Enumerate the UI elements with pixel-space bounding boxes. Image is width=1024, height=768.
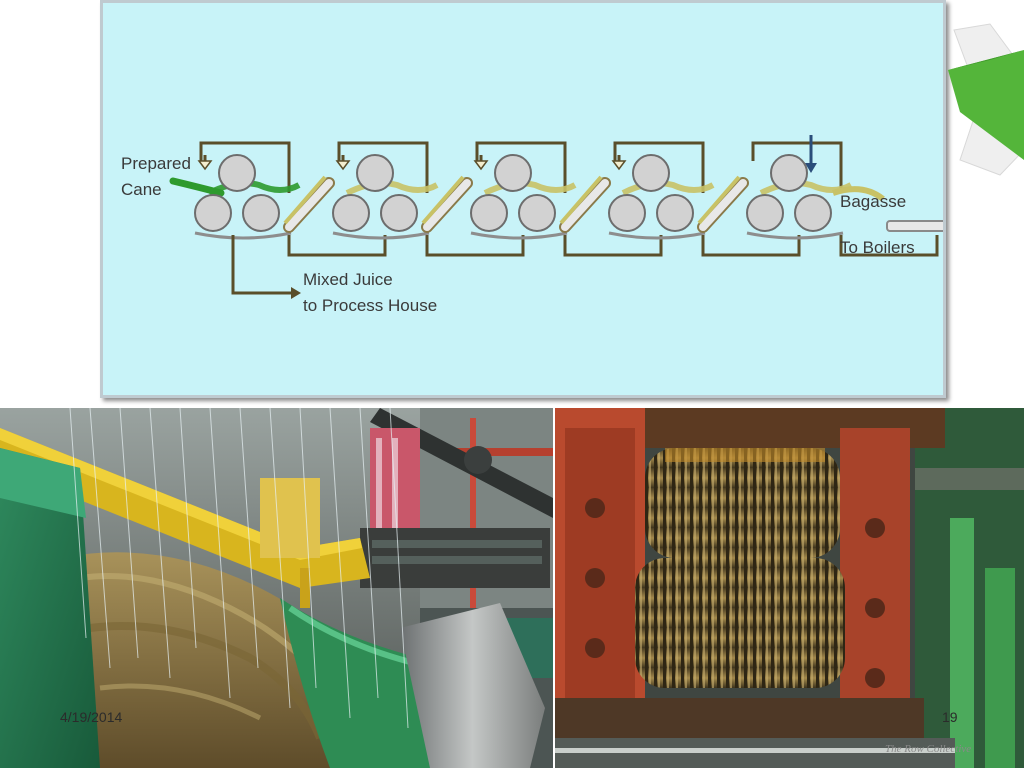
conveyor-4-stream	[697, 175, 741, 225]
mill-2-discharge-roller	[380, 194, 418, 232]
mill-5-feed-roller	[746, 194, 784, 232]
mill-1-return-pipe	[199, 141, 291, 193]
mill-4-discharge-roller	[656, 194, 694, 232]
photo-credit-watermark: The Row Collective	[885, 743, 972, 755]
prepared-cane-label-line2: Cane	[121, 180, 162, 199]
milling-tandem-diagram	[169, 135, 943, 299]
conveyor-2-stream	[421, 175, 465, 225]
mixed-juice-label-line2: to Process House	[303, 296, 438, 315]
mill-1-juice-tray	[194, 231, 292, 240]
mill-2-juice-tray	[332, 231, 430, 240]
mill-5-discharge-roller	[794, 194, 832, 232]
mill-5-return-pipe	[751, 141, 843, 193]
mill-1-juice-line	[287, 235, 387, 257]
mill-4-feed-roller	[608, 194, 646, 232]
slide-corner-decoration	[948, 23, 1024, 176]
mill-3-feed-roller	[470, 194, 508, 232]
conveyor-1-stream	[283, 175, 327, 225]
mill-3-return-pipe	[475, 141, 567, 193]
mill-4-juice-tray	[608, 231, 706, 240]
page-number: 19	[942, 709, 958, 725]
milling-diagram-panel: Prepared Cane Mixed Juice to Process Hou…	[100, 0, 946, 398]
prepared-cane-label-line1: Prepared	[121, 154, 191, 173]
conveyor-3	[561, 179, 609, 231]
mill-2-top-roller	[356, 154, 394, 192]
mill-5-juice-tray	[746, 231, 844, 240]
mill-4-juice-line	[701, 235, 801, 257]
mill-4-feed-arrowhead	[611, 160, 627, 171]
conveyor-3-stream	[559, 175, 603, 225]
mill-1-feed-arrowhead	[197, 160, 213, 171]
footer-date: 4/19/2014	[60, 709, 123, 725]
mill-5-top-roller	[770, 154, 808, 192]
mill-2-return-pipe	[337, 141, 429, 193]
bagasse-conveyor-photo	[0, 408, 553, 768]
mill-rollers-photo	[555, 408, 1024, 768]
to-boilers-label: To Boilers	[840, 238, 915, 257]
mill-1-top-roller	[218, 154, 256, 192]
bagasse-label: Bagasse	[840, 192, 907, 211]
imbibition-water-arrowhead	[805, 163, 817, 173]
mill-1-discharge-roller	[242, 194, 280, 232]
bagasse-stream	[832, 186, 885, 202]
mill-5-juice-line	[839, 235, 939, 257]
mill-3-discharge-roller	[518, 194, 556, 232]
mill-2-juice-line	[425, 235, 525, 257]
conveyor-1	[285, 179, 333, 231]
conveyor-2	[423, 179, 471, 231]
mill-2-feed-roller	[332, 194, 370, 232]
mixed-juice-line	[231, 235, 293, 295]
mill-4-return-pipe	[613, 141, 705, 193]
mill-1-feed-roller	[194, 194, 232, 232]
mill-3-juice-line	[563, 235, 663, 257]
mill-3-top-roller	[494, 154, 532, 192]
mill-3-feed-arrowhead	[473, 160, 489, 171]
mill-4-top-roller	[632, 154, 670, 192]
bagasse-conveyor	[886, 220, 943, 232]
mixed-juice-label-line1: Mixed Juice	[303, 270, 393, 289]
mill-3-juice-tray	[470, 231, 568, 240]
mixed-juice-arrowhead	[291, 287, 301, 299]
conveyor-4	[699, 179, 747, 231]
mill-2-feed-arrowhead	[335, 160, 351, 171]
